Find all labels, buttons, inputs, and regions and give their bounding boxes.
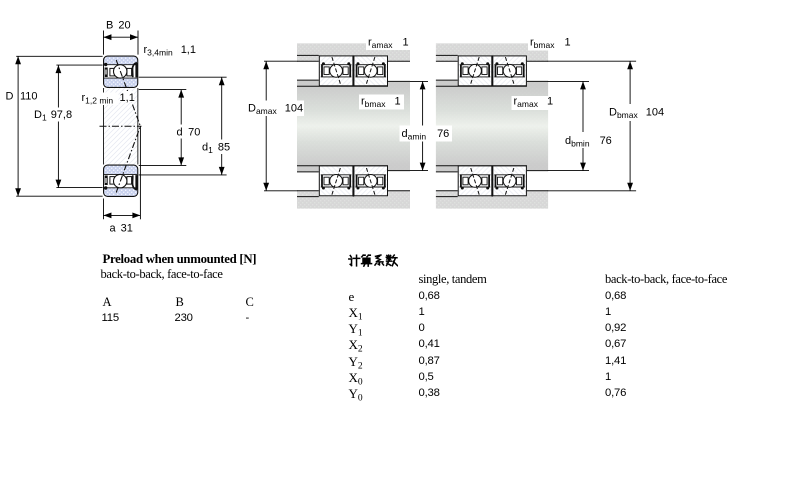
factors-cell-single: 0,41 bbox=[418, 338, 440, 351]
factors-row-label: X0 bbox=[348, 370, 363, 388]
preload-table-subtitle: back-to-back, face-to-face bbox=[100, 267, 223, 281]
factors-col2-header: back-to-back, face-to-face bbox=[605, 271, 728, 286]
factors-cell-paired: 1 bbox=[605, 305, 612, 318]
factors-cell-paired: 0,67 bbox=[605, 338, 627, 351]
preload-col-A: A bbox=[102, 294, 112, 309]
preload-col-C: C bbox=[245, 294, 254, 309]
dim-Damax bbox=[263, 60, 298, 192]
factors-cell-single: 0,87 bbox=[418, 354, 440, 367]
factors-row-label: X2 bbox=[348, 337, 363, 355]
dim-d1 bbox=[138, 76, 227, 176]
preload-value-B: 230 bbox=[174, 312, 193, 324]
factors-cell-paired: 1 bbox=[605, 371, 612, 383]
factors-row-label: Y0 bbox=[348, 386, 363, 404]
dim-D bbox=[15, 55, 103, 197]
dim-D1 bbox=[55, 64, 103, 189]
dim-a bbox=[102, 126, 141, 220]
factors-table-title-chinese: 计算系数 bbox=[348, 253, 398, 267]
dim-B bbox=[102, 30, 139, 55]
face-to-face-arrangement-figure bbox=[435, 43, 637, 209]
preload-table-title: Preload when unmounted [N] bbox=[102, 252, 257, 266]
factors-col1-header: single, tandem bbox=[418, 271, 487, 286]
housing-bottom bbox=[297, 190, 410, 209]
factors-cell-paired: 0,76 bbox=[605, 387, 627, 400]
factors-cell-paired: 0,92 bbox=[605, 322, 627, 335]
factors-row-label: e bbox=[348, 288, 355, 304]
factors-row-label: Y1 bbox=[348, 321, 363, 339]
factors-cell-single: 0,68 bbox=[418, 289, 440, 302]
factors-cell-paired: 1,41 bbox=[605, 354, 627, 367]
preload-value-A: 115 bbox=[101, 312, 120, 324]
factors-cell-paired: 0,68 bbox=[605, 289, 627, 302]
dim-dbmin bbox=[547, 80, 589, 172]
factors-cell-single: 0,38 bbox=[418, 387, 440, 400]
factors-cell-single: 0,5 bbox=[418, 371, 434, 383]
chinese-title-strokes bbox=[348, 253, 398, 267]
housing-bottom bbox=[435, 190, 549, 209]
factors-row-label: Y2 bbox=[348, 353, 363, 372]
preload-value-C: - bbox=[245, 312, 250, 324]
dim-Dbmax bbox=[547, 60, 637, 192]
housing-top bbox=[435, 43, 549, 62]
factors-row-label: X1 bbox=[348, 304, 363, 323]
factors-cell-single: 1 bbox=[418, 305, 425, 318]
factors-cell-single: 0 bbox=[418, 322, 425, 335]
preload-col-B: B bbox=[175, 294, 184, 309]
